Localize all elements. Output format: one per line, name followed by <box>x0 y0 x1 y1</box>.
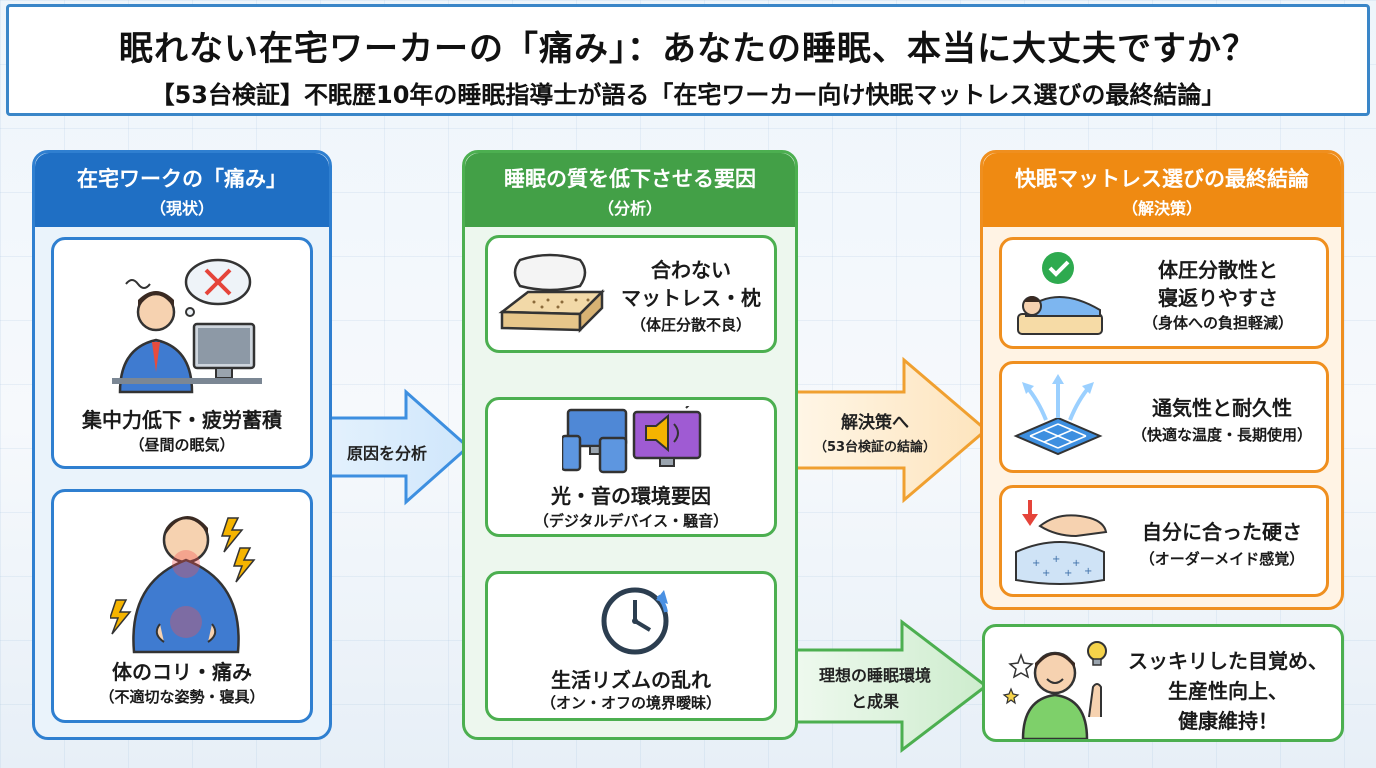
result-line1: スッキリした目覚め、 <box>1128 649 1328 673</box>
card-mattress-sub: （体圧分散不良） <box>630 316 751 334</box>
solution-arrow-label-1: 解決策へ <box>841 413 909 433</box>
svg-text:+: + <box>1084 566 1092 577</box>
card-rhythm-main: 生活リズムの乱れ <box>551 668 711 692</box>
card-breathability-sub: （快適な温度・長期使用） <box>1131 426 1312 444</box>
card-pressure-line2: 寝返りやすさ <box>1158 286 1278 310</box>
card-fatigue-main: 集中力低下・疲労蓄積 <box>82 408 282 432</box>
current-state-header: 在宅ワークの「痛み」 （現状） <box>35 153 329 227</box>
card-pressure-sub: （身体への負担軽減） <box>1142 314 1293 332</box>
analysis-header: 睡眠の質を低下させる要因 （分析） <box>465 153 795 227</box>
pillow-mattress-icon <box>498 253 606 334</box>
card-firmness-sub: （オーダーメイド感覚） <box>1139 550 1305 568</box>
page-title: 眠れない在宅ワーカーの「痛み」：あなたの睡眠、本当に大丈夫ですか？ <box>119 29 1257 69</box>
ideal-arrow-label-1: 理想の睡眠環境 <box>818 666 931 685</box>
svg-text:+: + <box>1042 568 1050 579</box>
analysis-panel: 睡眠の質を低下させる要因 （分析） 合わない マットレス・枕 （体圧分散不良） … <box>462 150 798 740</box>
result-line2: 生産性向上、 <box>1168 679 1288 703</box>
solution-sub: （解決策） <box>1121 199 1202 218</box>
happy-person-icon <box>1002 641 1107 739</box>
devices-speaker-icon <box>562 406 702 474</box>
solution-title: 快眠マットレス選びの最終結論 <box>1015 167 1309 191</box>
card-mattress-line1: 合わない <box>651 258 731 282</box>
back-pain-icon <box>110 516 256 654</box>
sleeping-check-icon <box>1017 252 1103 335</box>
card-body-pain-main: 体のコリ・痛み <box>112 660 252 684</box>
current-state-title: 在宅ワークの「痛み」 <box>77 167 287 191</box>
card-firmness: ++++++ 自分に合った硬さ （オーダーメイド感覚） <box>999 485 1329 597</box>
clock-icon <box>601 587 669 655</box>
card-light-sound-sub: （デジタルデバイス・騒音） <box>533 512 729 530</box>
analysis-title: 睡眠の質を低下させる要因 <box>504 167 756 191</box>
card-mattress-pillow: 合わない マットレス・枕 （体圧分散不良） <box>485 235 777 353</box>
card-breathability: 通気性と耐久性 （快適な温度・長期使用） <box>999 361 1329 473</box>
solution-header: 快眠マットレス選びの最終結論 （解決策） <box>983 153 1341 227</box>
card-body-pain-sub: （不適切な姿勢・寝具） <box>99 688 265 706</box>
header-banner: 眠れない在宅ワーカーの「痛み」：あなたの睡眠、本当に大丈夫ですか？ 【53台検証… <box>6 4 1370 116</box>
current-state-sub: （現状） <box>149 199 214 218</box>
svg-text:+: + <box>1032 558 1040 569</box>
page-subtitle: 【53台検証】不眠歴10年の睡眠指導士が語る「在宅ワーカー向け快眠マットレス選び… <box>150 81 1226 109</box>
analyze-arrow-label: 原因を分析 <box>346 444 427 463</box>
card-mattress-line2: マットレス・枕 <box>621 286 761 310</box>
ideal-arrow <box>794 618 989 754</box>
card-firmness-main: 自分に合った硬さ <box>1142 520 1302 544</box>
svg-text:+: + <box>1052 554 1060 565</box>
hand-press-icon: ++++++ <box>1015 500 1108 585</box>
ideal-arrow-label-2: と成果 <box>850 692 899 711</box>
card-light-sound: 光・音の環境要因 （デジタルデバイス・騒音） <box>485 397 777 537</box>
card-rhythm: 生活リズムの乱れ （オン・オフの境界曖昧） <box>485 571 777 721</box>
result-card: スッキリした目覚め、 生産性向上、 健康維持！ <box>982 624 1344 742</box>
analysis-sub: （分析） <box>597 199 662 218</box>
svg-text:+: + <box>1072 558 1080 569</box>
solution-arrow-label-2: （53台検証の結論） <box>813 440 937 455</box>
analyze-arrow <box>328 388 471 506</box>
card-pressure-line1: 体圧分散性と <box>1158 258 1278 282</box>
result-line3: 健康維持！ <box>1178 709 1278 733</box>
solution-panel: 快眠マットレス選びの最終結論 （解決策） 体圧分散性と 寝返りやすさ （身体への… <box>980 150 1344 610</box>
current-state-panel: 在宅ワークの「痛み」 （現状） 集中力低下・疲労蓄積 （昼間の眠気） <box>32 150 332 740</box>
card-rhythm-sub: （オン・オフの境界曖昧） <box>540 694 721 712</box>
card-fatigue: 集中力低下・疲労蓄積 （昼間の眠気） <box>51 237 313 469</box>
solution-arrow <box>794 356 989 504</box>
card-light-sound-main: 光・音の環境要因 <box>551 484 711 508</box>
airflow-icon <box>1013 374 1103 456</box>
card-fatigue-sub: （昼間の眠気） <box>129 436 235 454</box>
card-body-pain: 体のコリ・痛み （不適切な姿勢・寝具） <box>51 489 313 723</box>
tired-worker-icon <box>112 258 262 394</box>
svg-text:+: + <box>1064 568 1072 579</box>
card-breathability-main: 通気性と耐久性 <box>1152 396 1292 420</box>
card-pressure-distribution: 体圧分散性と 寝返りやすさ （身体への負担軽減） <box>999 237 1329 349</box>
